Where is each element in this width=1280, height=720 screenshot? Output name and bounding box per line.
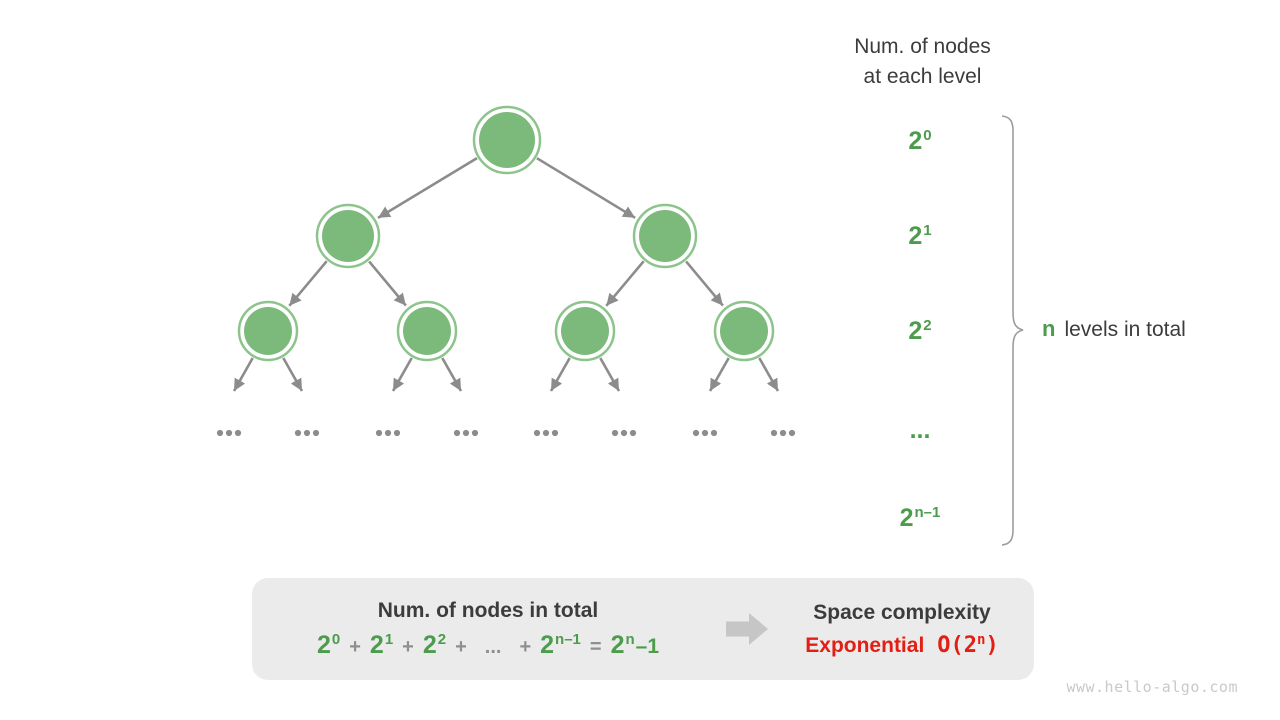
formula-operator: + (349, 635, 361, 658)
summary-box: Num. of nodes in total 20 +21 +22 +... +2n–1… (252, 578, 1034, 680)
tree-node-ring (315, 203, 381, 269)
levels-total-text: levels in total (1064, 318, 1186, 341)
nodes-total-formula: 20 +21 +22 +... +2n–1 = 2n–1 (252, 631, 724, 660)
level-count-label: 20 (908, 127, 932, 155)
tree-node (403, 307, 451, 355)
tree-node-ring (632, 203, 698, 269)
tree-node (244, 307, 292, 355)
tree-node-ring (237, 300, 299, 362)
formula-operator: ... (484, 635, 502, 658)
nodes-total-title: Num. of nodes in total (377, 598, 599, 622)
tree-edges (232, 156, 780, 392)
formula-term: 2n–1 (540, 630, 581, 659)
level-count-header: Num. of nodes at each level (805, 32, 1040, 92)
summary-right: Space complexity Exponential O(2n) (770, 601, 1034, 658)
formula-operator: + (402, 635, 414, 658)
levels-total-note: n levels in total (1042, 316, 1186, 342)
tree-node (479, 112, 535, 168)
tree-node (322, 210, 374, 262)
formula-operator: + (455, 635, 467, 658)
level-count-label: ... (909, 416, 931, 444)
summary-left: Num. of nodes in total 20 +21 +22 +... +2n–1… (252, 599, 724, 660)
formula-term: 20 (316, 630, 341, 659)
n-variable: n (1042, 316, 1056, 341)
tree-node (720, 307, 768, 355)
tree-node-ring (713, 300, 775, 362)
tree-node-ring (472, 105, 542, 175)
level-count-label: 22 (908, 317, 932, 345)
level-count-label: 2n–1 (899, 504, 941, 532)
tree-node (639, 210, 691, 262)
space-complexity-value: Exponential O(2n) (770, 631, 1034, 658)
exponential-label: Exponential (805, 633, 925, 657)
formula-term: 2n–1 (610, 630, 660, 659)
summary-arrow-col (724, 612, 770, 646)
right-block-arrow-icon (726, 613, 768, 645)
level-count-header-line1: Num. of nodes (854, 35, 991, 58)
formula-operator: + (519, 635, 532, 658)
tree-node (561, 307, 609, 355)
space-complexity-title: Space complexity (813, 600, 991, 624)
site-watermark: www.hello-algo.com (1066, 678, 1238, 696)
levels-brace (1001, 115, 1024, 546)
formula-term: 22 (422, 630, 447, 659)
tree-ellipsis-row (216, 429, 796, 437)
level-count-label: 21 (908, 222, 932, 250)
tree-node-ring (396, 300, 458, 362)
formula-term: 21 (369, 630, 394, 659)
formula-operator: = (589, 635, 602, 658)
tree-node-ring (554, 300, 616, 362)
tree-nodes (237, 105, 775, 362)
big-o-notation: O(2n) (937, 631, 999, 658)
level-count-header-line2: at each level (863, 65, 982, 88)
